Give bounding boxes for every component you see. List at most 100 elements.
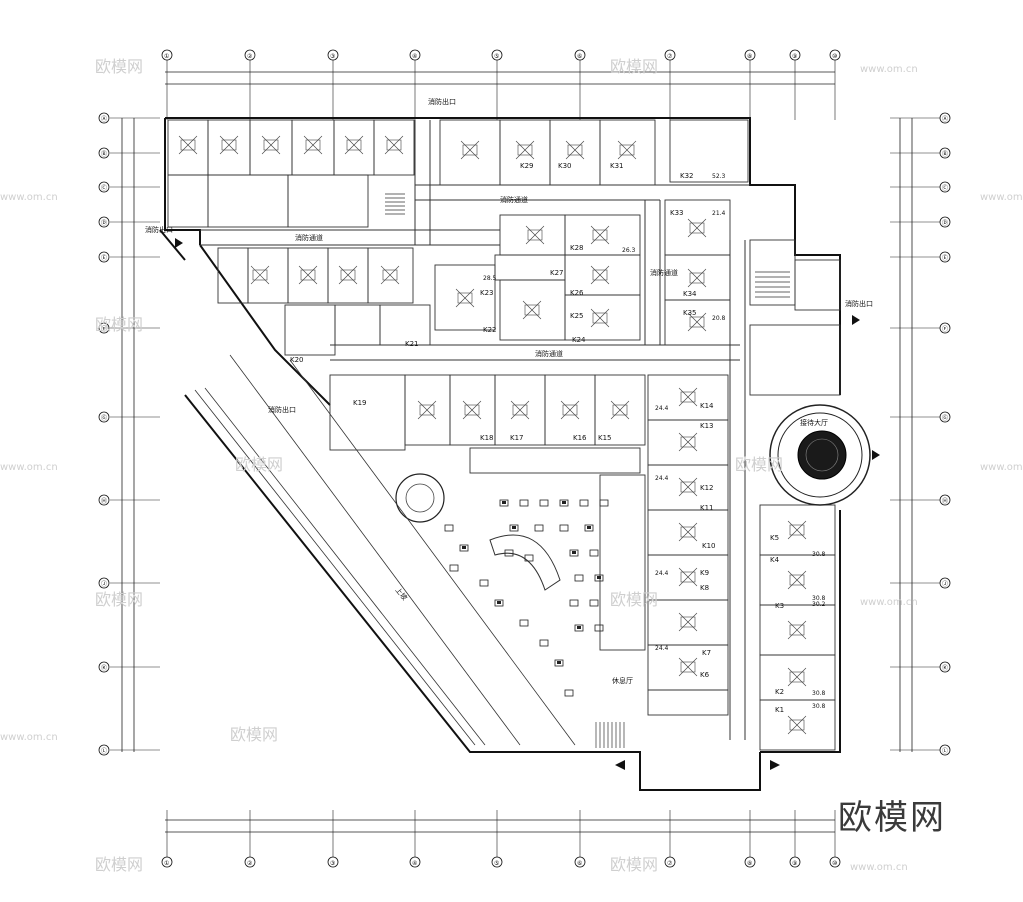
hall-seat <box>534 524 544 532</box>
hall-table <box>572 551 576 554</box>
room-area: 24.4 <box>655 645 669 652</box>
room-number: K28 <box>570 244 584 252</box>
axis-bubble-right <box>939 322 951 334</box>
watermark-text: 欧模网 <box>235 455 283 474</box>
stairs <box>385 193 790 748</box>
axis-label-top: ⑩ <box>832 53 837 60</box>
room-fixtures <box>178 135 807 735</box>
axis-bubble-left <box>98 216 110 228</box>
room-area: 30.8 <box>812 595 826 602</box>
hall-round-feature <box>395 473 561 591</box>
watermark-layer: 欧模网欧模网欧模网欧模网欧模网欧模网欧模网欧模网欧模网欧模网www.om.cnw… <box>0 57 1023 874</box>
room-number: K31 <box>610 162 624 170</box>
axis-label-left: Ⓐ <box>101 115 107 123</box>
room-number: K7 <box>702 649 711 657</box>
axis-bubble-bottom <box>491 856 503 868</box>
axis-bubble-top <box>829 49 841 61</box>
hall-table <box>502 501 506 504</box>
hall-seat <box>574 574 584 582</box>
axis-label-right: Ⓑ <box>942 150 948 158</box>
hall-seat <box>519 619 529 627</box>
axis-label-right: Ⓗ <box>942 497 948 505</box>
room-number: K15 <box>598 434 612 442</box>
axis-bubble-bottom <box>829 856 841 868</box>
axis-label-right: Ⓔ <box>942 254 948 262</box>
room-number: K30 <box>558 162 572 170</box>
room-area: 20.8 <box>712 315 726 322</box>
axis-label-bottom: ⑧ <box>747 860 752 867</box>
axis-label-top: ② <box>247 53 253 60</box>
axis-bubble-left <box>98 112 110 124</box>
room-number: K11 <box>700 504 714 512</box>
watermark-text: 欧模网 <box>610 855 658 874</box>
axis-bubble-top <box>161 49 173 61</box>
axis-label-right: Ⓕ <box>942 325 948 333</box>
room-area: 24.4 <box>655 570 669 577</box>
axis-bubble-top <box>244 49 256 61</box>
room-area: 52.3 <box>712 173 726 180</box>
hall-seat <box>559 499 569 507</box>
axis-label-left: Ⓓ <box>101 219 107 227</box>
room-number: K5 <box>770 534 779 542</box>
hall-seat <box>579 499 589 507</box>
exit-label-left: 消防出口 <box>145 225 173 234</box>
room-area: 30.8 <box>812 703 826 710</box>
axis-label-bottom: ⑩ <box>832 860 837 867</box>
axis-bubble-top <box>327 49 339 61</box>
hall-table <box>597 576 601 579</box>
hall-seat <box>479 579 489 587</box>
dimension-lines <box>121 71 913 833</box>
axis-bubble-top <box>744 49 756 61</box>
hall-seat <box>494 599 504 607</box>
room-number: K25 <box>570 312 584 320</box>
watermark-url: www.om.cn <box>850 862 908 873</box>
room-number: K19 <box>353 399 367 407</box>
axis-bubble-bottom <box>664 856 676 868</box>
axis-bubble-right <box>939 147 951 159</box>
hall-seat <box>584 524 594 532</box>
axis-bubble-bottom <box>574 856 586 868</box>
hall-table <box>562 501 566 504</box>
corridor-label-3: 消防通道 <box>535 349 563 358</box>
axis-bubble-right <box>939 577 951 589</box>
room-number: K22 <box>483 326 497 334</box>
hall-seat <box>499 499 509 507</box>
hall-seat <box>524 554 534 562</box>
axis-label-bottom: ⑨ <box>792 860 797 867</box>
axis-label-bottom: ① <box>164 860 169 867</box>
hall-seat <box>569 599 579 607</box>
room-number: K32 <box>680 172 694 180</box>
room-number: K29 <box>520 162 534 170</box>
axis-bubble-right <box>939 251 951 263</box>
room-area: 30.8 <box>812 690 826 697</box>
axis-label-bottom: ④ <box>412 860 417 867</box>
watermark-text: 欧模网 <box>735 455 783 474</box>
exit-label-top: 消防出口 <box>428 97 456 106</box>
axis-bubble-top <box>664 49 676 61</box>
axis-label-left: Ⓑ <box>101 150 107 158</box>
axis-label-bottom: ⑤ <box>494 860 499 867</box>
hall-seat <box>599 499 609 507</box>
hall-seat <box>589 599 599 607</box>
axis-bubble-bottom <box>789 856 801 868</box>
axis-bubble-left <box>98 251 110 263</box>
axis-label-top: ⑥ <box>577 53 582 60</box>
hall-seat <box>519 499 529 507</box>
axis-label-left: Ⓙ <box>101 580 107 588</box>
watermark-text: 欧模网 <box>95 590 143 609</box>
room-number: K8 <box>700 584 709 592</box>
room-number: K17 <box>510 434 524 442</box>
axis-label-right: Ⓓ <box>942 219 948 227</box>
room-area: 30.2 <box>812 601 826 608</box>
watermark-text: 欧模网 <box>95 57 143 76</box>
axis-label-right: Ⓒ <box>942 184 948 192</box>
room-number: K33 <box>670 209 684 217</box>
axis-bubble-right <box>939 744 951 756</box>
hall-label: 休息厅 <box>612 676 633 685</box>
hall-seat <box>554 659 564 667</box>
ramp <box>194 354 576 746</box>
room-blocks <box>167 119 841 751</box>
axis-bubble-left <box>98 181 110 193</box>
room-number: K35 <box>683 309 697 317</box>
hall-table <box>462 546 466 549</box>
